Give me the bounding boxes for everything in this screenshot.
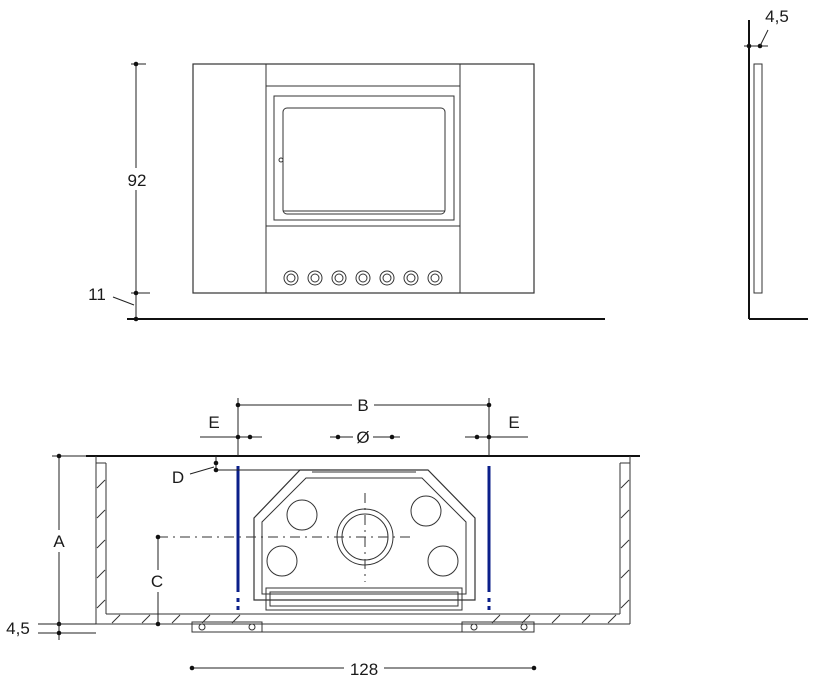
dim-d-leader: [189, 466, 215, 475]
dim-a-label: A: [53, 532, 65, 551]
firebox-inner: [261, 477, 467, 595]
side-view: 4,5: [744, 7, 808, 320]
front-view: 92 11: [88, 61, 605, 322]
firebox-outline: [253, 469, 476, 601]
burner-port: [286, 499, 318, 531]
label-mask: [146, 570, 168, 592]
depth-leader-line: [759, 29, 769, 47]
firebox-front: [265, 587, 463, 611]
fixing-point: [198, 623, 206, 631]
control-knob: [355, 270, 371, 286]
label-mask: [48, 530, 70, 552]
depth-label: 4,5: [765, 7, 789, 26]
height-label: 92: [128, 171, 147, 190]
label-mask: [124, 168, 150, 190]
dim-diameter-label: Ø: [356, 428, 369, 447]
side-profile: [753, 63, 763, 294]
control-knob: [427, 270, 443, 286]
dim-d-label: D: [172, 468, 184, 487]
label-mask: [353, 426, 373, 446]
label-mask: [344, 658, 384, 680]
control-knob: [307, 270, 323, 286]
dimension-dot: [133, 61, 139, 67]
dim-c-label: C: [151, 572, 163, 591]
burner-port: [427, 545, 459, 577]
control-knobs: [283, 270, 443, 286]
dim-e-left-label: E: [208, 413, 219, 432]
control-knob: [331, 270, 347, 286]
control-knob: [379, 270, 395, 286]
control-knob: [283, 270, 299, 286]
door-frame: [273, 95, 455, 221]
control-knob: [403, 270, 419, 286]
dimension-dot: [133, 290, 139, 296]
firebox-glass: [269, 591, 459, 607]
base-leader-line: [112, 296, 135, 306]
plan-view: B E E Ø D A 4,5: [6, 394, 640, 680]
dim-width-label: 128: [350, 660, 378, 679]
door-handle: [278, 157, 284, 163]
front-face-plate: [261, 623, 463, 633]
fireplace-frame: [192, 63, 535, 294]
dim-b-label: B: [357, 396, 368, 415]
base-label: 11: [88, 285, 106, 304]
fixing-point: [470, 623, 478, 631]
fixing-point: [520, 623, 528, 631]
label-mask: [352, 394, 374, 414]
burner-port: [410, 495, 442, 527]
dimension-dot: [133, 316, 139, 322]
dimension-dot: [746, 43, 752, 49]
fixing-point: [248, 623, 256, 631]
burner-port: [266, 545, 298, 577]
dim-offset-label: 4,5: [6, 619, 30, 638]
dim-e-right-label: E: [508, 413, 519, 432]
